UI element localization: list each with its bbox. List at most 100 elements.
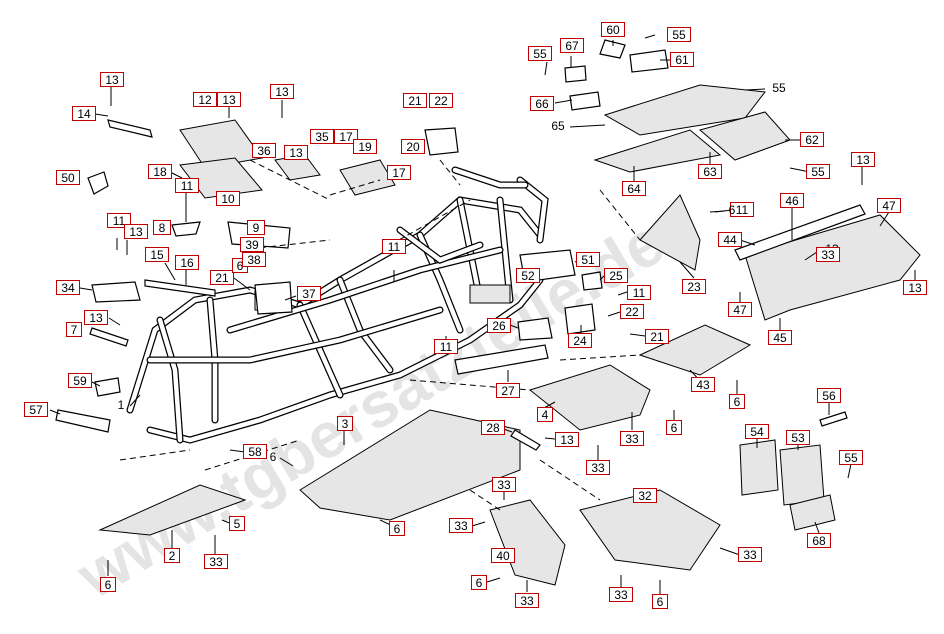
callout-label: 11 bbox=[627, 285, 651, 300]
callout-label: 17 bbox=[334, 129, 358, 144]
callout-label: 67 bbox=[560, 38, 584, 53]
callout-label: 12 bbox=[193, 92, 217, 107]
callout-label: 53 bbox=[786, 430, 810, 445]
callout-label: 11 bbox=[175, 178, 199, 193]
callout-label: 9 bbox=[247, 220, 265, 235]
part-bracket-34 bbox=[91, 281, 141, 303]
part-skid-3 bbox=[299, 409, 521, 521]
callout-label: 47 bbox=[728, 302, 752, 317]
part-plate-68 bbox=[789, 494, 836, 531]
callout-label: 55 bbox=[806, 164, 830, 179]
callout-label: 68 bbox=[807, 533, 831, 548]
callout-label: 23 bbox=[682, 279, 706, 294]
part-bracket-20 bbox=[424, 127, 459, 156]
callout-label: 55 bbox=[839, 450, 863, 465]
part-cover-23 bbox=[639, 194, 701, 271]
callout-label: 6 bbox=[728, 203, 736, 217]
callout-label: 27 bbox=[496, 383, 520, 398]
callout-label: 55 bbox=[772, 81, 786, 95]
part-bracket-37 bbox=[254, 281, 293, 315]
part-bolt-7 bbox=[89, 327, 129, 347]
callout-label: 13 bbox=[124, 224, 148, 239]
part-bracket-67 bbox=[564, 65, 587, 83]
callout-label: 21 bbox=[210, 270, 234, 285]
callout-label: 36 bbox=[252, 143, 276, 158]
callout-label: 33 bbox=[449, 518, 473, 533]
callout-label: 65 bbox=[551, 119, 565, 133]
part-clip-50 bbox=[87, 171, 109, 195]
callout-label: 44 bbox=[718, 232, 742, 247]
part-plate-4 bbox=[528, 364, 651, 431]
part-bar-57 bbox=[55, 409, 111, 433]
part-clamp-8 bbox=[171, 221, 201, 237]
part-plate-53 bbox=[779, 444, 825, 506]
callout-label: 13 bbox=[217, 92, 241, 107]
callout-label: 64 bbox=[622, 181, 646, 196]
part-plate-12 bbox=[179, 119, 263, 169]
callout-label: 40 bbox=[491, 548, 515, 563]
guide-lines bbox=[119, 159, 641, 511]
callout-label: 55 bbox=[667, 27, 691, 42]
callout-label: 59 bbox=[68, 373, 92, 388]
callout-label: 13 bbox=[100, 72, 124, 87]
callout-label: 38 bbox=[242, 252, 266, 267]
part-plate-19 bbox=[339, 159, 396, 196]
part-bracket-26 bbox=[517, 317, 553, 341]
callout-label: 60 bbox=[601, 22, 625, 37]
callout-label: 17 bbox=[387, 165, 411, 180]
callout-label: 52 bbox=[516, 268, 540, 283]
callout-label: 62 bbox=[800, 132, 824, 147]
callout-label: 6 bbox=[389, 521, 405, 536]
callout-label: 39 bbox=[240, 237, 264, 252]
part-pin-56 bbox=[819, 411, 848, 427]
callout-label: 22 bbox=[620, 304, 644, 319]
callout-label: 11 bbox=[107, 213, 131, 228]
callout-label: 33 bbox=[492, 477, 516, 492]
callout-label: 13 bbox=[903, 280, 927, 295]
callout-label: 6 bbox=[729, 394, 745, 409]
callout-label: 6 bbox=[666, 420, 682, 435]
callout-label: 55 bbox=[528, 46, 552, 61]
callout-label: 33 bbox=[586, 460, 610, 475]
callout-label: 6 bbox=[100, 577, 116, 592]
callout-label: 5 bbox=[229, 516, 245, 531]
callout-label: 66 bbox=[530, 96, 554, 111]
callout-label: 10 bbox=[216, 191, 240, 206]
callout-label: 21 bbox=[403, 93, 427, 108]
callout-label: 25 bbox=[604, 268, 628, 283]
callout-label: 20 bbox=[401, 139, 425, 154]
callout-label: 51 bbox=[576, 252, 600, 267]
callout-label: 43 bbox=[691, 377, 715, 392]
part-bracket-61 bbox=[629, 49, 669, 73]
callout-label: 6 bbox=[471, 575, 487, 590]
callout-label: 46 bbox=[780, 193, 804, 208]
callout-label: 1 bbox=[117, 398, 125, 412]
part-bracket-59 bbox=[94, 377, 121, 397]
callout-label: 6 bbox=[269, 450, 277, 464]
callout-label: 32 bbox=[633, 488, 657, 503]
callout-label: 13 bbox=[284, 145, 308, 160]
part-fender-64 bbox=[593, 129, 722, 173]
callout-label: 7 bbox=[66, 322, 82, 337]
callout-label: 45 bbox=[768, 330, 792, 345]
callout-label: 58 bbox=[243, 444, 267, 459]
callout-label: 2 bbox=[164, 548, 180, 563]
callout-label: 13 bbox=[84, 310, 108, 325]
callout-label: 18 bbox=[148, 164, 172, 179]
part-skid-2 bbox=[98, 484, 247, 536]
part-plate-43 bbox=[638, 324, 752, 376]
part-bolt-28 bbox=[510, 429, 541, 451]
callout-label: 13 bbox=[270, 84, 294, 99]
callout-label: 15 bbox=[145, 247, 169, 262]
callout-label: 24 bbox=[568, 333, 592, 348]
callout-label: 33 bbox=[738, 547, 762, 562]
callout-label: 3 bbox=[337, 416, 353, 431]
part-fender-65 bbox=[603, 84, 766, 136]
callout-label: 28 bbox=[481, 420, 505, 435]
callout-label: 11 bbox=[730, 202, 754, 217]
callout-label: 57 bbox=[24, 402, 48, 417]
part-bracket-60 bbox=[599, 39, 626, 59]
part-mudguard-45 bbox=[744, 214, 921, 321]
callout-label: 47 bbox=[877, 198, 901, 213]
